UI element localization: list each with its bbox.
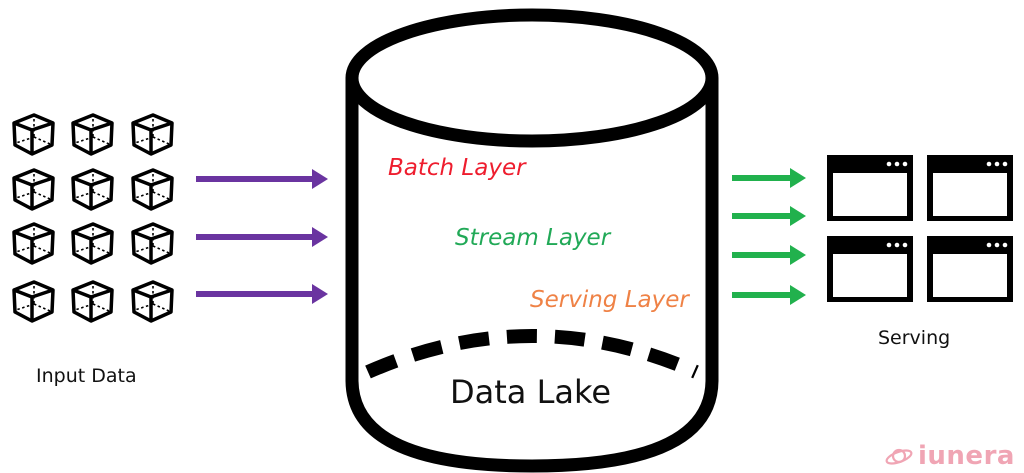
arrow-right-icon <box>196 284 328 304</box>
lake-surface-dashed-line <box>365 329 699 379</box>
cylinder-top <box>345 8 719 148</box>
browser-window-icon <box>927 236 1013 302</box>
browser-window-icon <box>927 155 1013 221</box>
cube-icon <box>71 222 114 265</box>
arrow-right-icon <box>196 227 328 247</box>
cylinder-body <box>345 78 719 473</box>
output-arrows <box>732 168 806 305</box>
cube-icon <box>12 222 55 265</box>
arrow-right-icon <box>732 285 806 305</box>
cube-icon <box>71 168 114 211</box>
brand-logo: iunera <box>884 441 1015 471</box>
cube-icon <box>71 113 114 156</box>
cube-icon <box>71 280 114 323</box>
stream-layer-label: Stream Layer <box>455 225 611 251</box>
arrow-right-icon <box>196 169 328 189</box>
input-cubes-grid <box>12 113 174 323</box>
cube-icon <box>131 168 174 211</box>
brand-name: iunera <box>918 441 1015 471</box>
serving-layer-label: Serving Layer <box>530 287 689 313</box>
browser-window-icon <box>827 155 913 221</box>
cube-icon <box>12 113 55 156</box>
browser-window-icon <box>827 236 913 302</box>
batch-layer-label: Batch Layer <box>388 155 526 181</box>
data-lake-label: Data Lake <box>450 373 612 411</box>
data-lake-cylinder <box>345 8 719 473</box>
planet-icon <box>885 448 913 465</box>
cube-icon <box>12 280 55 323</box>
arrow-right-icon <box>732 245 806 265</box>
arrow-right-icon <box>732 206 806 226</box>
cube-icon <box>131 113 174 156</box>
cube-icon <box>12 168 55 211</box>
serving-label: Serving <box>878 327 951 349</box>
input-data-label: Input Data <box>36 365 137 387</box>
cube-icon <box>131 280 174 323</box>
cube-icon <box>131 222 174 265</box>
arrow-right-icon <box>732 168 806 188</box>
serving-windows-grid <box>827 155 1013 302</box>
input-arrows <box>196 169 328 304</box>
